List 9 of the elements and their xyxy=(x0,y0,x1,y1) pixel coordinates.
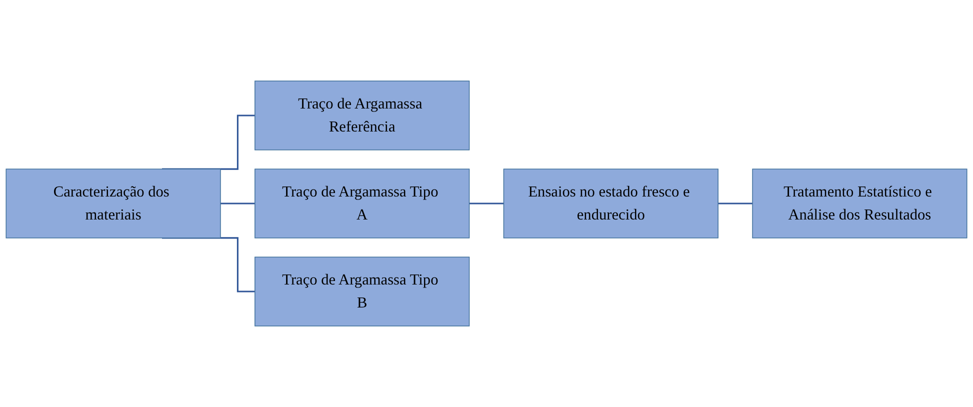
node-box: Traço de Argamassa Referência xyxy=(254,80,470,150)
connector xyxy=(220,202,256,204)
node-box: Traço de Argamassa Tipo A xyxy=(254,168,470,238)
node-box: Tratamento Estatístico e Análise dos Resultados xyxy=(752,168,968,238)
connector xyxy=(718,202,754,204)
node-box: Caracterização dos materiais xyxy=(6,168,221,238)
node-box: Traço de Argamassa Tipo B xyxy=(254,256,470,326)
node-box: Ensaios no estado fresco e endurecido xyxy=(503,168,718,238)
connector xyxy=(469,202,504,204)
